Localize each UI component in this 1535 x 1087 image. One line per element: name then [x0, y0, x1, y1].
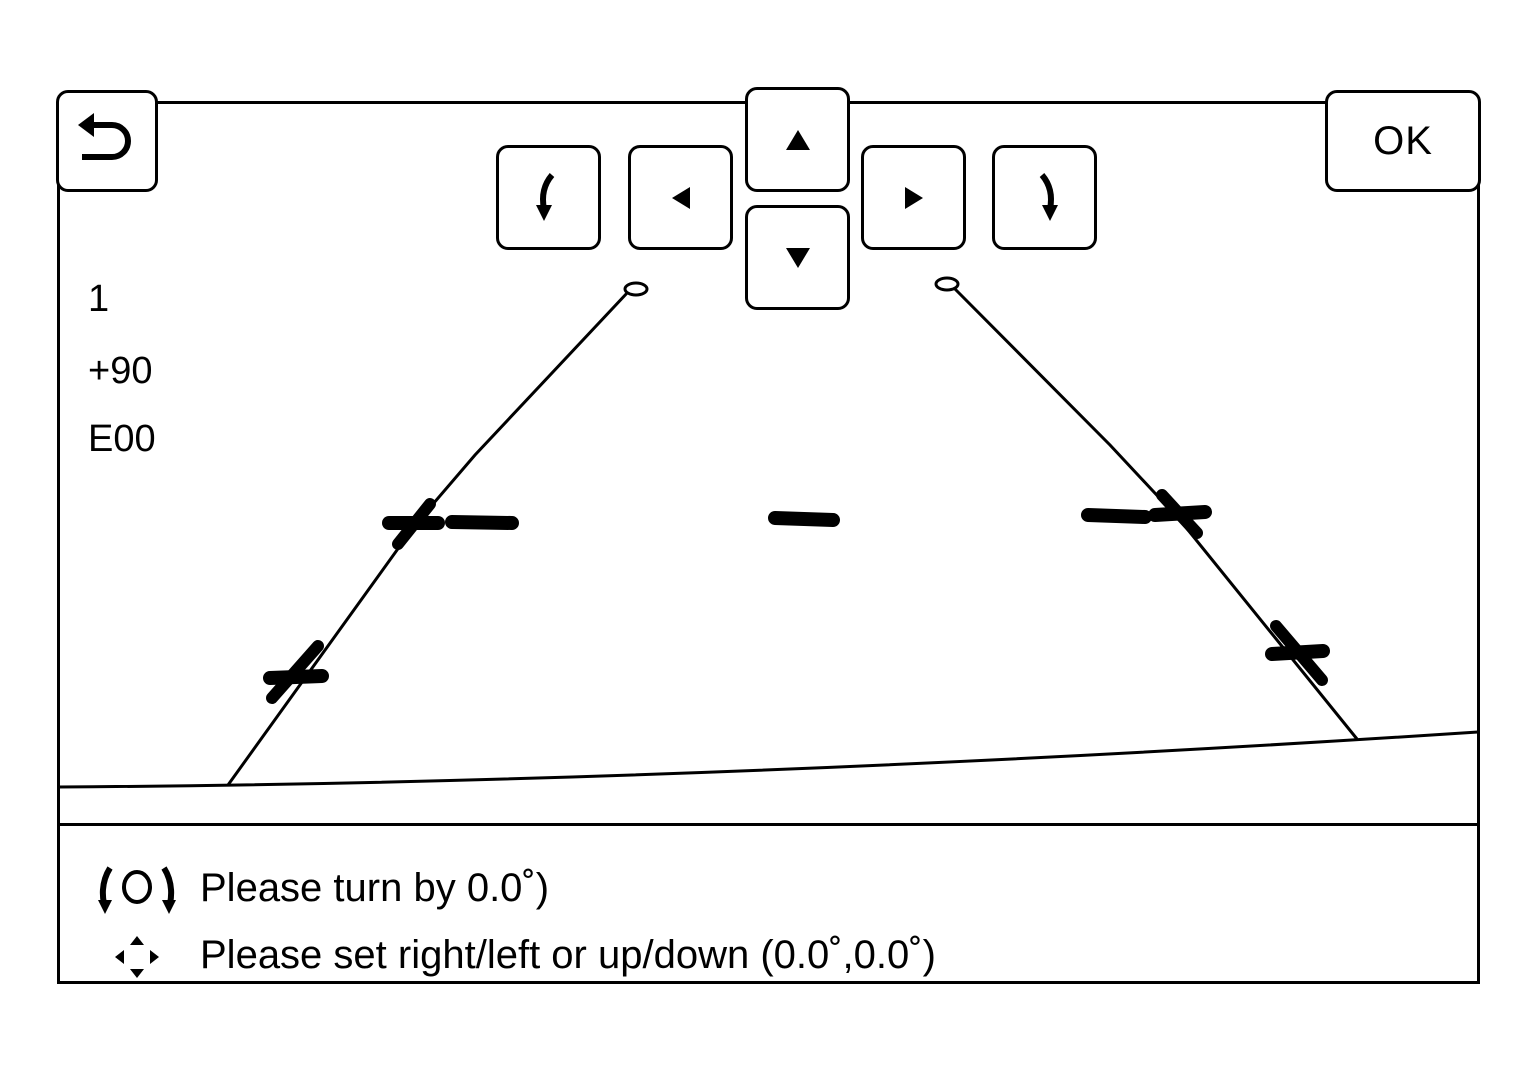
move-left-button[interactable]: [628, 145, 733, 250]
rotate-cw-icon: [1030, 171, 1060, 225]
right-end-marker: [934, 276, 960, 292]
back-button[interactable]: [56, 90, 158, 192]
move-down-button[interactable]: [745, 205, 850, 310]
left-cross-mark-near: [263, 640, 329, 704]
left-cross-mark-far: [382, 498, 445, 550]
distance-dash-right: [1081, 508, 1152, 524]
ok-label: OK: [1373, 118, 1433, 163]
distance-dash-center: [768, 511, 840, 527]
ok-button[interactable]: OK: [1325, 90, 1481, 192]
rotate-left-button[interactable]: [496, 145, 601, 250]
turn-instruction: Please turn by 0.0˚): [200, 866, 550, 910]
message-divider: [57, 823, 1480, 826]
rotate-ccw-icon: [534, 171, 564, 225]
readout-line-1: 1: [88, 278, 110, 320]
arrow-right-icon: [901, 185, 927, 211]
four-way-arrows-icon: [113, 934, 161, 985]
arrow-up-icon: [784, 127, 812, 153]
right-cross-mark-near: [1265, 620, 1330, 686]
rotate-circle-icon: [98, 862, 176, 923]
move-right-button[interactable]: [861, 145, 966, 250]
left-end-marker: [623, 281, 649, 297]
distance-dash-left: [445, 515, 519, 530]
move-up-button[interactable]: [745, 87, 850, 192]
set-instruction: Please set right/left or up/down (0.0˚,0…: [200, 933, 936, 977]
right-guide-line: [953, 287, 1359, 740]
right-cross-mark-far: [1148, 489, 1212, 539]
bumper-line: [57, 730, 1479, 789]
arrow-down-icon: [784, 245, 812, 271]
arrow-left-icon: [668, 185, 694, 211]
readout-line-2: +90: [88, 350, 153, 392]
left-guide-line: [226, 290, 630, 786]
rotate-right-button[interactable]: [992, 145, 1097, 250]
readout-line-3: E00: [88, 418, 156, 460]
back-arrow-icon: [74, 111, 140, 171]
